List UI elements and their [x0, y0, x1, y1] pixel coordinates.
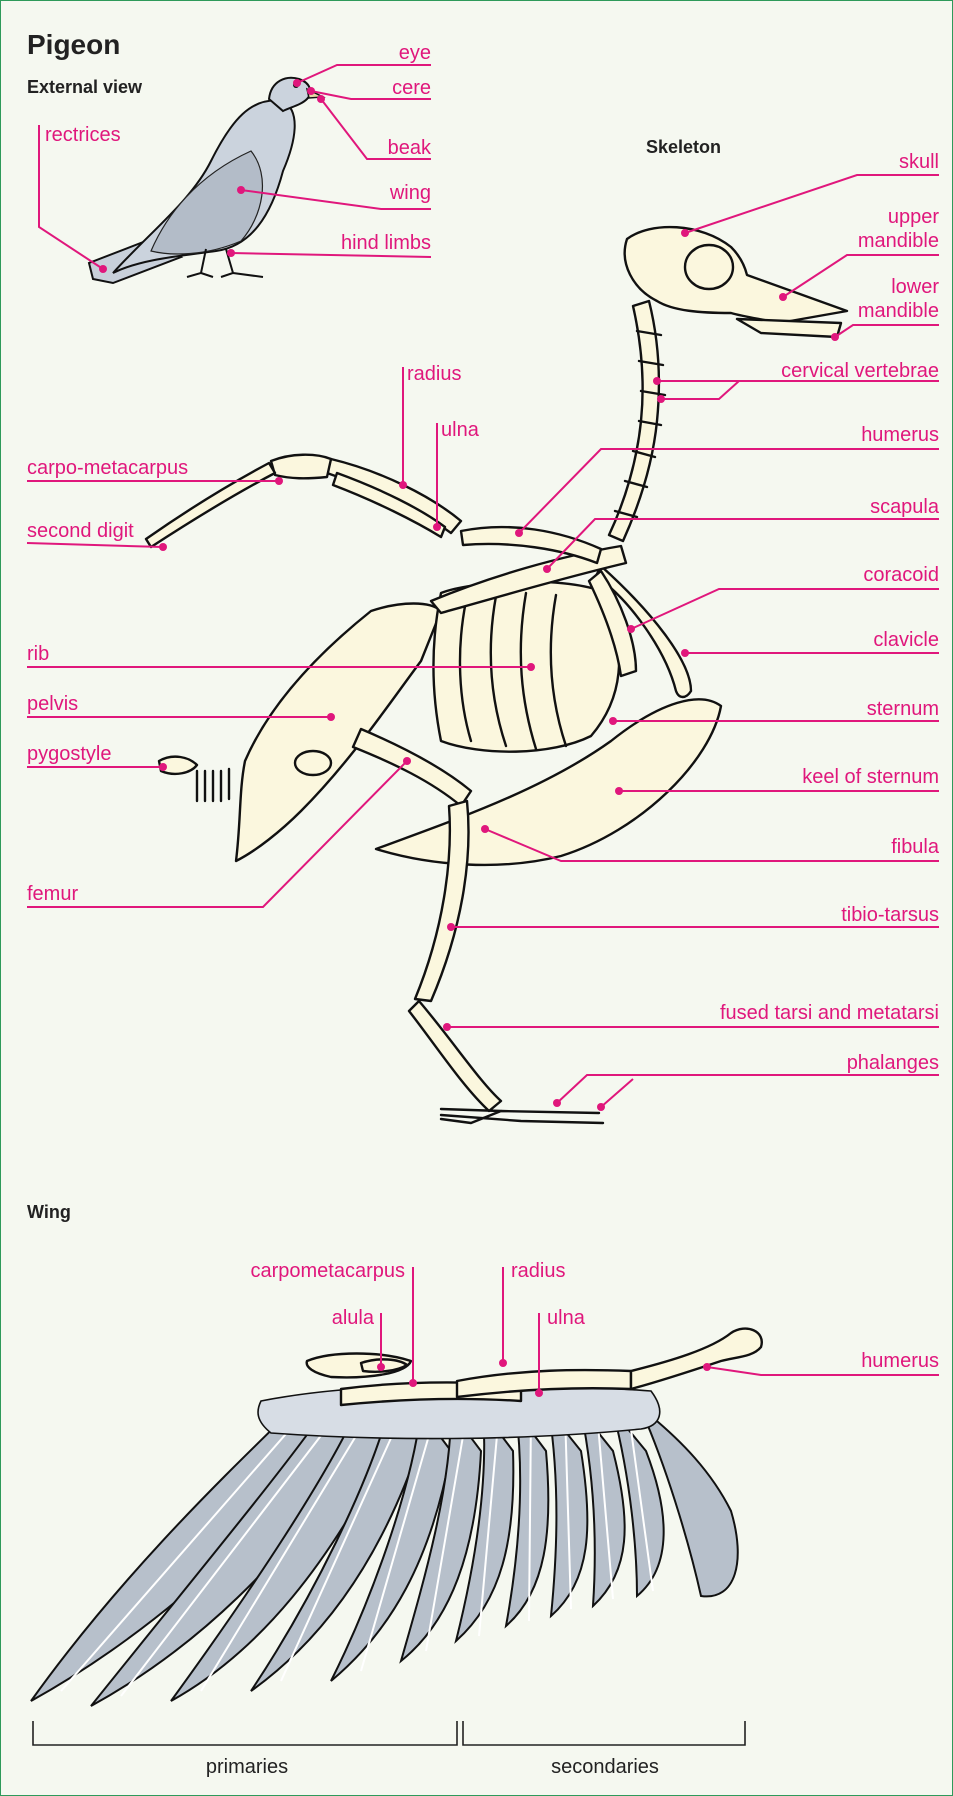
- label-cervical-vertebrae: cervical vertebrae: [781, 360, 939, 382]
- label-wing-humerus: humerus: [861, 1350, 939, 1372]
- wing-illustration: [31, 1329, 762, 1706]
- label-skull: skull: [899, 151, 939, 173]
- label-second-digit: second digit: [27, 520, 134, 542]
- primaries-bracket: [33, 1721, 457, 1745]
- label-upper-mandible-1: upper: [888, 206, 939, 228]
- wing-heading: Wing: [27, 1202, 71, 1222]
- label-humerus: humerus: [861, 424, 939, 446]
- label-femur: femur: [27, 883, 78, 905]
- label-coracoid: coracoid: [863, 564, 939, 586]
- label-rib: rib: [27, 643, 49, 665]
- label-secondaries: secondaries: [551, 1756, 659, 1778]
- pigeon-skeleton-illustration: [146, 227, 847, 1123]
- pigeon-external-illustration: [89, 78, 323, 283]
- label-pelvis: pelvis: [27, 693, 78, 715]
- label-alula: alula: [332, 1307, 375, 1329]
- label-radius: radius: [407, 363, 461, 385]
- label-ulna: ulna: [441, 419, 480, 441]
- label-upper-mandible-2: mandible: [858, 230, 939, 252]
- label-scapula: scapula: [870, 496, 940, 518]
- label-beak: beak: [388, 137, 432, 159]
- label-cere: cere: [392, 77, 431, 99]
- label-wing-radius: radius: [511, 1260, 565, 1282]
- label-phalanges: phalanges: [847, 1052, 939, 1074]
- secondaries-bracket: [463, 1721, 745, 1745]
- label-keel-of-sternum: keel of sternum: [802, 766, 939, 788]
- label-sternum: sternum: [867, 698, 939, 720]
- label-fused-tarsi: fused tarsi and metatarsi: [720, 1002, 939, 1024]
- label-wing-ulna: ulna: [547, 1307, 586, 1329]
- label-tibio-tarsus: tibio-tarsus: [841, 904, 939, 926]
- label-rectrices: rectrices: [45, 124, 121, 146]
- label-hind-limbs: hind limbs: [341, 232, 431, 254]
- label-wing: wing: [389, 182, 431, 204]
- label-primaries: primaries: [206, 1756, 288, 1778]
- label-carpo-metacarpus: carpo-metacarpus: [27, 457, 188, 479]
- label-carpometacarpus: carpometacarpus: [250, 1260, 405, 1282]
- label-clavicle: clavicle: [873, 629, 939, 651]
- label-eye: eye: [399, 42, 431, 64]
- page-title: Pigeon: [27, 29, 120, 60]
- external-view-heading: External view: [27, 77, 143, 97]
- label-fibula: fibula: [891, 836, 940, 858]
- label-lower-mandible-1: lower: [891, 276, 939, 298]
- skeleton-heading: Skeleton: [646, 137, 721, 157]
- label-pygostyle: pygostyle: [27, 743, 112, 765]
- label-lower-mandible-2: mandible: [858, 300, 939, 322]
